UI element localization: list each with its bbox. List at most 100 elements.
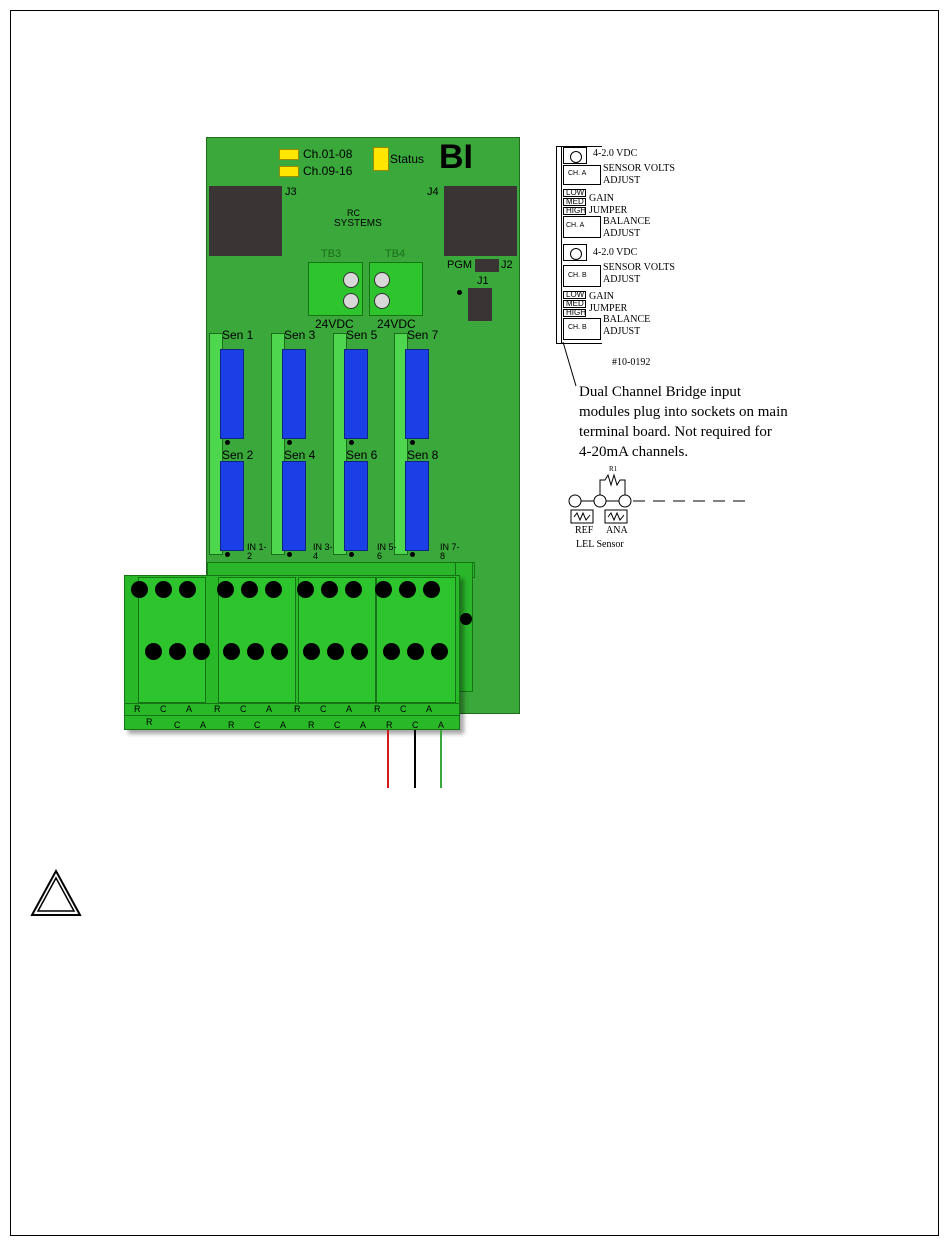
terminal-hole bbox=[383, 643, 400, 660]
gain-low-b: LOW bbox=[563, 290, 586, 299]
socket-2 bbox=[271, 333, 285, 555]
balance-b: BALANCE bbox=[603, 314, 651, 325]
module-sen7 bbox=[405, 349, 429, 439]
led-ch01-08-label: Ch.01-08 bbox=[303, 147, 353, 161]
j2-header bbox=[475, 259, 499, 272]
module-sen8 bbox=[405, 461, 429, 551]
gain-low-label: LOW bbox=[566, 188, 585, 197]
pgm-label: PGM bbox=[447, 259, 473, 271]
tb3-voltage: 24VDC bbox=[315, 317, 354, 331]
balance-a: BALANCE bbox=[603, 216, 651, 227]
terminal-hole bbox=[399, 581, 416, 598]
pin1-dot bbox=[287, 552, 292, 557]
tb4-voltage: 24VDC bbox=[377, 317, 416, 331]
terminal-hole bbox=[303, 643, 320, 660]
sensor-label: Sen 5 bbox=[346, 328, 378, 342]
terminal-letter: A bbox=[346, 704, 353, 714]
plug-terminal-4 bbox=[375, 577, 456, 703]
module-edge bbox=[556, 146, 562, 344]
led-ch09-16-label: Ch.09-16 bbox=[303, 164, 353, 178]
pin1-dot bbox=[287, 440, 292, 445]
terminal-letter: R bbox=[386, 720, 393, 730]
tb4-screw-bottom bbox=[374, 293, 390, 309]
note-line: Dual Channel Bridge input bbox=[579, 384, 742, 400]
gain-high-label: HIGH bbox=[566, 206, 586, 215]
gain-med-a: MED bbox=[563, 197, 586, 206]
module-sen5 bbox=[344, 349, 368, 439]
terminal-letter-strip-upper: R C A R C A R C A R C A bbox=[124, 703, 460, 715]
terminal-hole bbox=[131, 581, 148, 598]
j1-header bbox=[468, 288, 492, 321]
j2-label: J2 bbox=[501, 259, 513, 271]
jumper-b: JUMPER bbox=[589, 303, 628, 314]
wire-red bbox=[387, 730, 389, 788]
sensor-volts-b: SENSOR VOLTS bbox=[603, 262, 675, 273]
terminal-hole bbox=[297, 581, 314, 598]
terminal-letter: A bbox=[426, 704, 433, 714]
terminal-letter: R bbox=[294, 704, 301, 714]
j1-dot bbox=[457, 290, 462, 295]
pin1-dot bbox=[225, 440, 230, 445]
jumper-a: JUMPER bbox=[589, 205, 628, 216]
gain-med-label: MED bbox=[566, 197, 584, 206]
terminal-hole bbox=[223, 643, 240, 660]
board-right-hole bbox=[460, 613, 472, 625]
terminal-letter: R bbox=[228, 720, 235, 730]
vdc-b: 4-2.0 VDC bbox=[593, 247, 638, 258]
page-frame bbox=[10, 10, 939, 1236]
ch-a-label: CH. A bbox=[568, 170, 587, 177]
gain-a: GAIN bbox=[589, 193, 614, 204]
terminal-hole bbox=[345, 581, 362, 598]
note-line: terminal board. Not required for bbox=[579, 424, 772, 440]
module-sen6 bbox=[344, 461, 368, 551]
pin1-dot bbox=[410, 440, 415, 445]
terminal-hole bbox=[327, 643, 344, 660]
gain-low-label: LOW bbox=[566, 290, 585, 299]
sensor-volts-a: SENSOR VOLTS bbox=[603, 163, 675, 174]
input-label: IN 5-6 bbox=[377, 542, 397, 561]
balance-adjust-b: ADJUST bbox=[603, 326, 641, 337]
terminal-hole bbox=[423, 581, 440, 598]
terminal-letter: A bbox=[266, 704, 273, 714]
module-sen3 bbox=[282, 349, 306, 439]
terminal-hole bbox=[271, 643, 288, 660]
terminal-letter: A bbox=[360, 720, 367, 730]
sensor-ref: REF bbox=[575, 525, 594, 536]
sensor-caption: LEL Sensor bbox=[576, 539, 624, 550]
leader-line bbox=[562, 341, 577, 387]
terminal-hole bbox=[265, 581, 282, 598]
adjust-a: ADJUST bbox=[603, 175, 641, 186]
module-sen4 bbox=[282, 461, 306, 551]
tb4-screw-top bbox=[374, 272, 390, 288]
balance-a-board: CH. A bbox=[563, 216, 601, 238]
terminal-letter: C bbox=[254, 720, 261, 730]
terminal-hole bbox=[169, 643, 186, 660]
terminal-letter: R bbox=[134, 704, 141, 714]
note-line: modules plug into sockets on main bbox=[579, 404, 788, 420]
status-led bbox=[373, 147, 389, 171]
socket-1 bbox=[209, 333, 223, 555]
tb3-terminal bbox=[308, 262, 363, 316]
part-number: #10-0192 bbox=[612, 357, 651, 368]
sensor-volts-pot-a bbox=[563, 147, 587, 164]
terminal-letter: C bbox=[400, 704, 407, 714]
gain-low-a: LOW bbox=[563, 188, 586, 197]
j1-label: J1 bbox=[477, 275, 489, 287]
terminal-hole bbox=[351, 643, 368, 660]
terminal-hole bbox=[217, 581, 234, 598]
terminal-hole bbox=[247, 643, 264, 660]
adjust-b: ADJUST bbox=[603, 274, 641, 285]
note-line: 4-20mA channels. bbox=[579, 444, 689, 460]
ch-b-label: CH. B bbox=[568, 272, 587, 279]
module-sen2 bbox=[220, 461, 244, 551]
tb4-terminal bbox=[369, 262, 423, 316]
terminal-hole bbox=[155, 581, 172, 598]
terminal-letter: C bbox=[334, 720, 341, 730]
tb3-screw-bottom bbox=[343, 293, 359, 309]
logo-top: RC bbox=[347, 208, 360, 218]
wire-black bbox=[414, 730, 416, 788]
socket-4 bbox=[394, 333, 408, 555]
input-label: IN 7-8 bbox=[440, 542, 460, 561]
balance-b-board: CH. B bbox=[563, 318, 601, 340]
gain-b: GAIN bbox=[589, 291, 614, 302]
